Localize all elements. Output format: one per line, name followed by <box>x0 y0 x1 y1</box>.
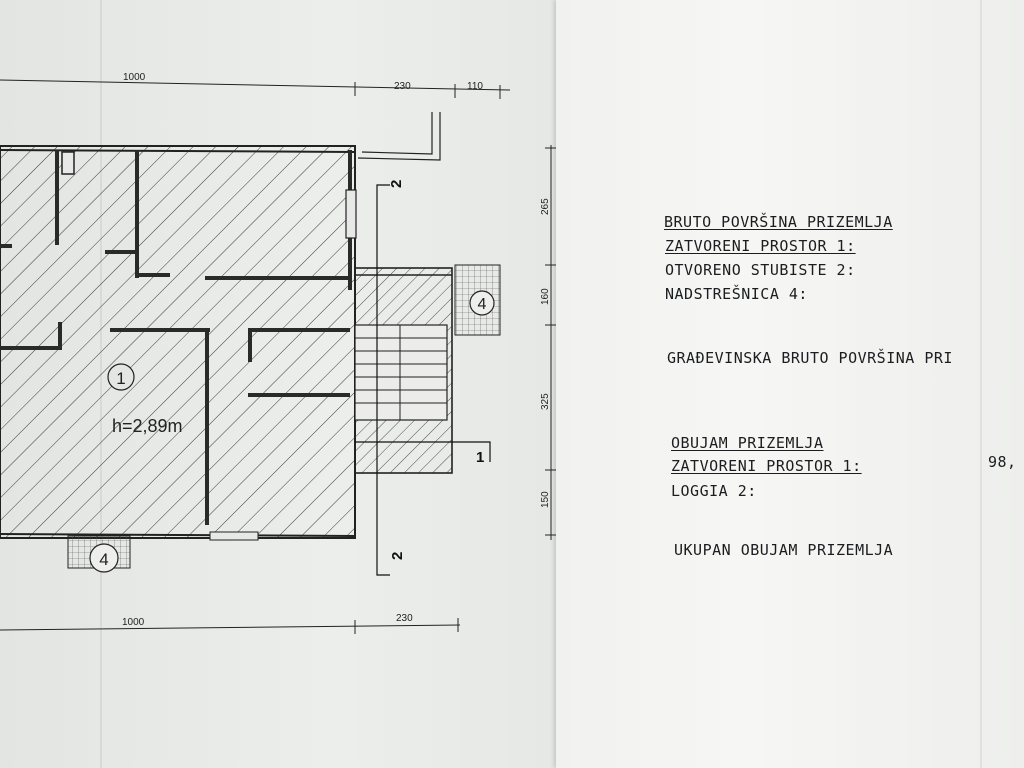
volume-row-closed-space: ZATVORENI PROSTOR 1: <box>671 457 862 475</box>
floor-plan: 1000 230 110 <box>0 72 556 634</box>
area-row-canopy: NADSTREŠNICA 4: <box>665 285 808 303</box>
dim-bottom-1: 1000 <box>122 617 145 628</box>
dimension-line-bottom <box>0 618 461 634</box>
dim-top-3: 110 <box>467 81 483 92</box>
room-height-label: h=2,89m <box>112 416 183 436</box>
dim-right-4: 150 <box>540 491 551 508</box>
section-line-2 <box>376 184 390 576</box>
overhang-outline <box>357 112 441 161</box>
room-marker-4-right <box>469 290 495 316</box>
room-marker-4-bottom <box>89 543 119 573</box>
dim-right-2: 160 <box>540 288 551 305</box>
volume-row-closed-space-value: 98, <box>988 453 1017 471</box>
text-sheet <box>556 0 1024 768</box>
room-label-4-bottom: 4 <box>99 550 108 569</box>
dim-right-1: 265 <box>540 198 551 215</box>
volume-row-loggia: LOGGIA 2: <box>671 482 757 500</box>
gross-area-title: BRUTO POVRŠINA PRIZEMLJA <box>664 213 893 231</box>
dim-top-2: 230 <box>394 81 411 92</box>
dim-bottom-2: 230 <box>396 613 413 624</box>
section-line-1 <box>355 441 491 462</box>
paper-fold <box>980 0 982 768</box>
dimension-line-top <box>0 79 511 99</box>
dim-top-1: 1000 <box>123 72 146 83</box>
gross-area-total: GRAĐEVINSKA BRUTO POVRŠINA PRI <box>667 349 953 367</box>
section-mark-2-bottom: 2 <box>389 552 406 560</box>
area-row-closed-space: ZATVORENI PROSTOR 1: <box>665 237 856 255</box>
dim-right-3: 325 <box>540 393 551 410</box>
section-mark-1: 1 <box>476 449 484 466</box>
volume-title: OBUJAM PRIZEMLJA <box>671 434 824 452</box>
area-row-open-stairs: OTVORENO STUBISTE 2: <box>665 261 856 279</box>
section-mark-2-top: 2 <box>388 180 405 188</box>
main-building <box>0 145 357 541</box>
room-label-4-right: 4 <box>478 296 487 313</box>
dimension-line-right <box>545 145 556 540</box>
volume-total: UKUPAN OBUJAM PRIZEMLJA <box>674 541 894 559</box>
staircase <box>354 267 453 474</box>
room-marker-1 <box>107 363 135 391</box>
room-label-1: 1 <box>116 369 125 388</box>
